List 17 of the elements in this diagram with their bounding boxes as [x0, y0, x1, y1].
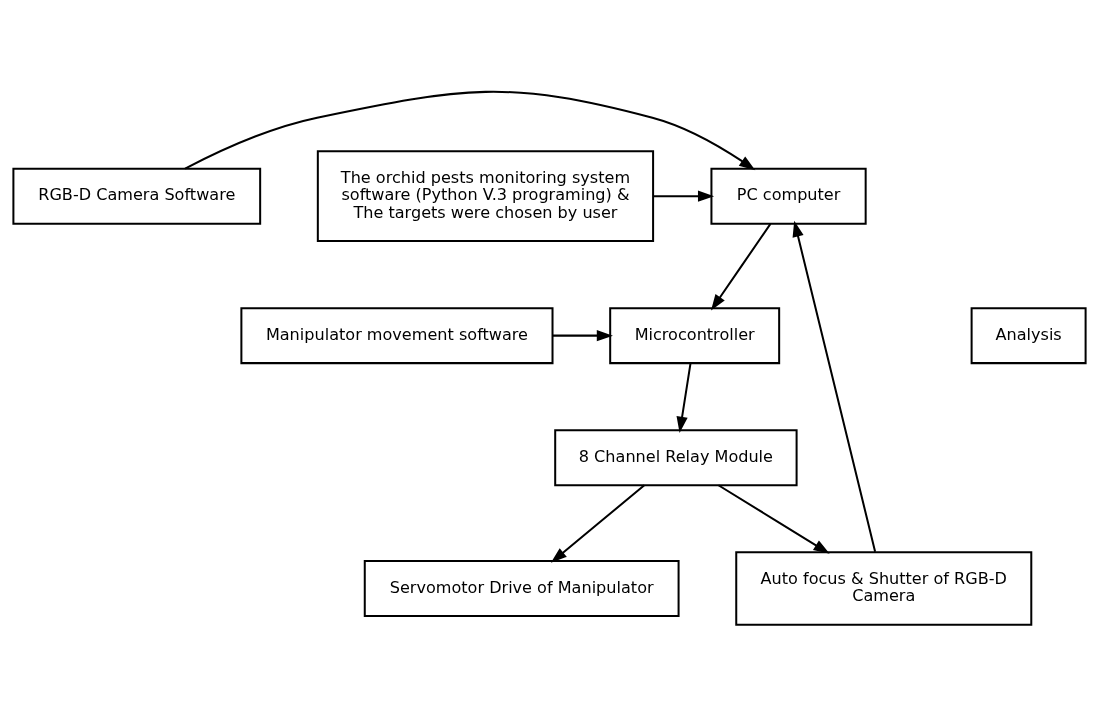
node-box: The orchid pests monitoring system software (Python V.3 programing) & The targets were chosen by user — [316, 149, 655, 242]
node-box: RGB-D Camera Software — [12, 167, 262, 225]
arrow — [552, 329, 613, 341]
arrow — [184, 90, 756, 170]
arrow — [676, 362, 692, 433]
node-box: PC computer — [710, 167, 867, 225]
arrow — [717, 483, 830, 554]
arrow — [550, 483, 645, 563]
node-box: 8 Channel Relay Module — [554, 428, 798, 486]
node-box: Auto focus & Shutter of RGB-D Camera — [735, 550, 1033, 626]
node-box: Manipulator movement software — [240, 306, 554, 364]
arrow — [711, 222, 772, 310]
arrow — [792, 220, 877, 552]
node-box: Servomotor Drive of Manipulator — [363, 559, 680, 617]
node-box: Microcontroller — [609, 306, 781, 364]
node-box: Analysis — [970, 306, 1087, 364]
arrow — [653, 190, 715, 202]
